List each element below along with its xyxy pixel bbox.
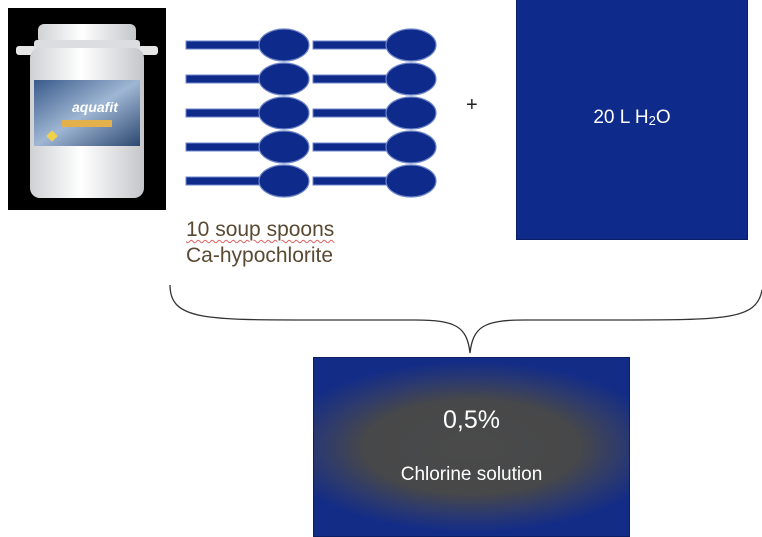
hazard-diamond	[46, 130, 58, 142]
soup-spoon-icon	[312, 28, 437, 62]
right-handle	[138, 46, 158, 55]
soup-spoon-icon	[185, 28, 310, 62]
spoon-label: 10 soup spoons Ca-hypochlorite	[186, 217, 334, 269]
soup-spoon-icon	[185, 62, 310, 96]
water-box: 20 L H2O	[516, 0, 748, 240]
water-volume-label: 20 L H2O	[593, 107, 671, 128]
container-illustration: aquafit	[16, 24, 158, 198]
left-handle	[16, 46, 36, 55]
soup-spoon-icon	[185, 164, 310, 198]
soup-spoon-icon	[312, 62, 437, 96]
label-stripe	[62, 120, 112, 127]
soup-spoon-icon	[312, 164, 437, 198]
calcium-hypochlorite-container-photo: aquafit	[8, 8, 166, 210]
brace-path	[169, 284, 762, 354]
soup-spoon-icon	[185, 130, 310, 164]
plus-sign: +	[466, 94, 478, 116]
chemical-name-label: Ca-hypochlorite	[186, 244, 334, 267]
brand-text: aquafit	[72, 99, 119, 115]
solution-caption: Chlorine solution	[400, 464, 543, 485]
spoon-group	[185, 28, 437, 198]
curly-brace	[169, 284, 762, 354]
lid-rim	[34, 40, 140, 50]
spoon-count-label: 10 soup spoons	[186, 218, 335, 241]
lid	[38, 24, 136, 44]
soup-spoon-icon	[312, 96, 437, 130]
soup-spoon-icon	[312, 130, 437, 164]
chlorine-solution-box: 0,5% Chlorine solution	[313, 357, 630, 537]
soup-spoon-icon	[185, 96, 310, 130]
concentration-value: 0,5%	[443, 406, 500, 434]
